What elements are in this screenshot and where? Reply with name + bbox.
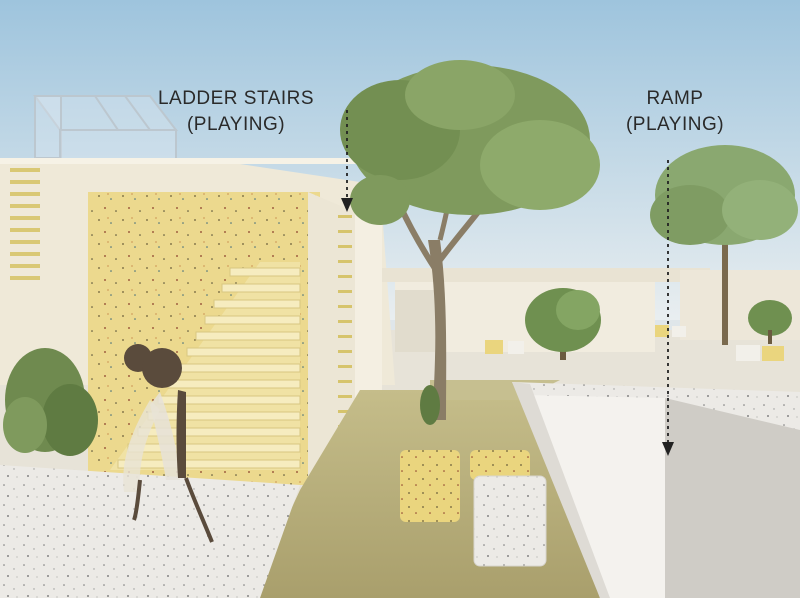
seating-cubes <box>400 450 547 567</box>
label-ladder-stairs: LADDER STAIRS (PLAYING) <box>150 86 322 138</box>
arrow-ramp <box>662 160 674 456</box>
tree-small-right <box>748 300 792 344</box>
distant-planters <box>485 325 784 361</box>
tree-small-center <box>525 288 601 360</box>
tree-large-center <box>340 60 600 425</box>
ramp-structure <box>512 382 800 598</box>
tree-distant-right <box>650 145 798 345</box>
label-ramp-line2: (PLAYING) <box>625 114 725 135</box>
child-silhouette <box>123 344 214 543</box>
label-ladder-stairs-line2: (PLAYING) <box>186 114 286 135</box>
label-ladder-stairs-line1: LADDER STAIRS <box>157 88 315 109</box>
label-ramp-line1: RAMP <box>646 88 704 109</box>
shrub-left <box>3 348 98 456</box>
terrazzo-paving-left <box>0 465 300 598</box>
ladder-wall <box>308 192 355 490</box>
canopy-roof <box>380 268 710 282</box>
label-ramp: RAMP (PLAYING) <box>610 86 740 138</box>
ladder-rungs <box>338 215 352 428</box>
glass-pavilion <box>33 95 179 161</box>
arrow-ladder-stairs <box>341 110 353 212</box>
wall-climbing-holds-left <box>10 168 40 280</box>
